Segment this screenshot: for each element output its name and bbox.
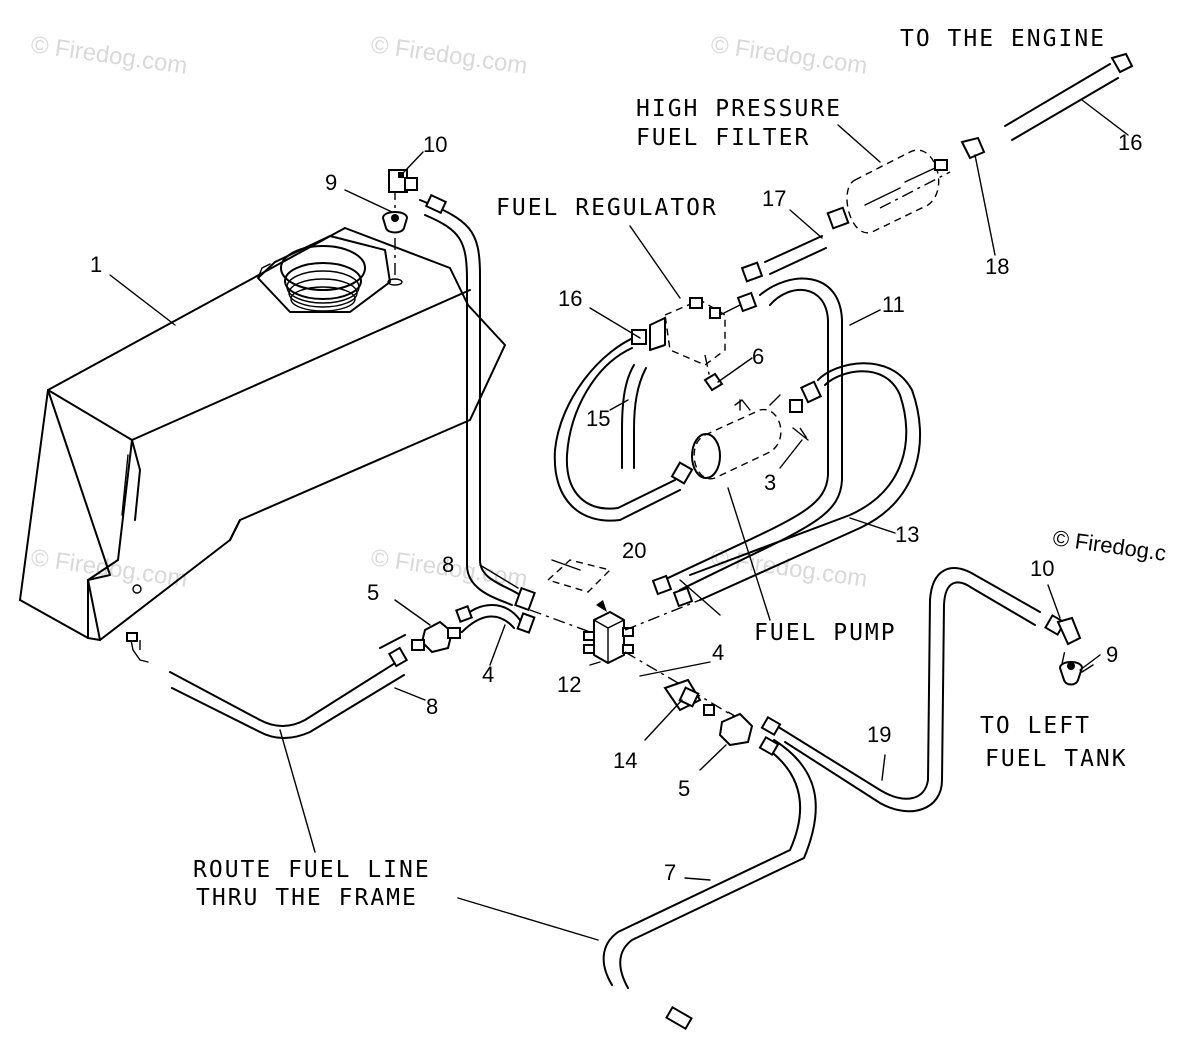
watermark: © Firedog.com [369,31,529,80]
label-route-line1: ROUTE FUEL LINE [193,857,431,883]
label-route-line2: THRU THE FRAME [196,885,418,911]
label-to-the-engine: TO THE ENGINE [900,26,1106,52]
callout-12: 12 [557,672,581,697]
watermark: © Firedog.com [709,31,869,80]
hp-fuel-filter [826,52,1134,234]
callout-19: 19 [867,722,891,747]
callout-14: 14 [613,748,637,773]
callout-5-left: 5 [367,580,379,605]
callout-numbers: 1 9 10 17 16 18 16 11 6 15 3 13 20 8 5 4… [90,130,1142,885]
fuel-tank [19,227,506,663]
part-20-label-plate [546,559,612,593]
callout-20: 20 [622,538,646,563]
fuel-manifold [583,600,634,664]
watermark-visible: © Firedog.c [1051,525,1167,566]
label-hp-filter-line1: HIGH PRESSURE [636,96,842,122]
callout-10-top: 10 [423,132,447,157]
callout-16-top: 16 [1118,130,1142,155]
watermark: © Firedog.com [29,544,189,593]
label-fuel-pump: FUEL PUMP [754,620,897,646]
callout-1: 1 [90,252,102,277]
callout-8-bottom: 8 [426,694,438,719]
fuel-hoses [169,63,1119,989]
callout-17: 17 [762,186,786,211]
callout-16-left: 16 [558,286,582,311]
callout-11: 11 [882,292,905,317]
callout-6: 6 [752,344,764,369]
fuel-regulator [631,261,764,392]
label-to-left-line2: FUEL TANK [985,746,1128,772]
label-fuel-regulator: FUEL REGULATOR [496,195,718,221]
leader-lines [109,99,1129,941]
callout-5-right: 5 [678,776,690,801]
callout-4-left: 4 [482,662,494,687]
callout-18: 18 [985,254,1009,279]
watermark: © Firedog.com [29,31,189,80]
callout-13: 13 [895,522,919,547]
callout-8-top: 8 [442,552,454,577]
label-to-left-line1: TO LEFT [980,713,1091,739]
callout-9-right: 9 [1106,642,1118,667]
fuel-pump [670,380,823,485]
callout-7: 7 [664,860,676,885]
callout-10-right: 10 [1030,556,1054,581]
text-labels: TO THE ENGINE HIGH PRESSURE FUEL FILTER … [193,26,1128,911]
centerlines [139,171,1066,726]
fittings [381,169,1084,1031]
callout-15: 15 [586,406,610,431]
watermark-group: © Firedog.com © Firedog.com © Firedog.co… [29,31,1168,593]
callout-9-top: 9 [325,170,337,195]
callout-4-right: 4 [712,640,724,665]
label-hp-filter-line2: FUEL FILTER [636,125,810,151]
callout-3: 3 [764,470,776,495]
